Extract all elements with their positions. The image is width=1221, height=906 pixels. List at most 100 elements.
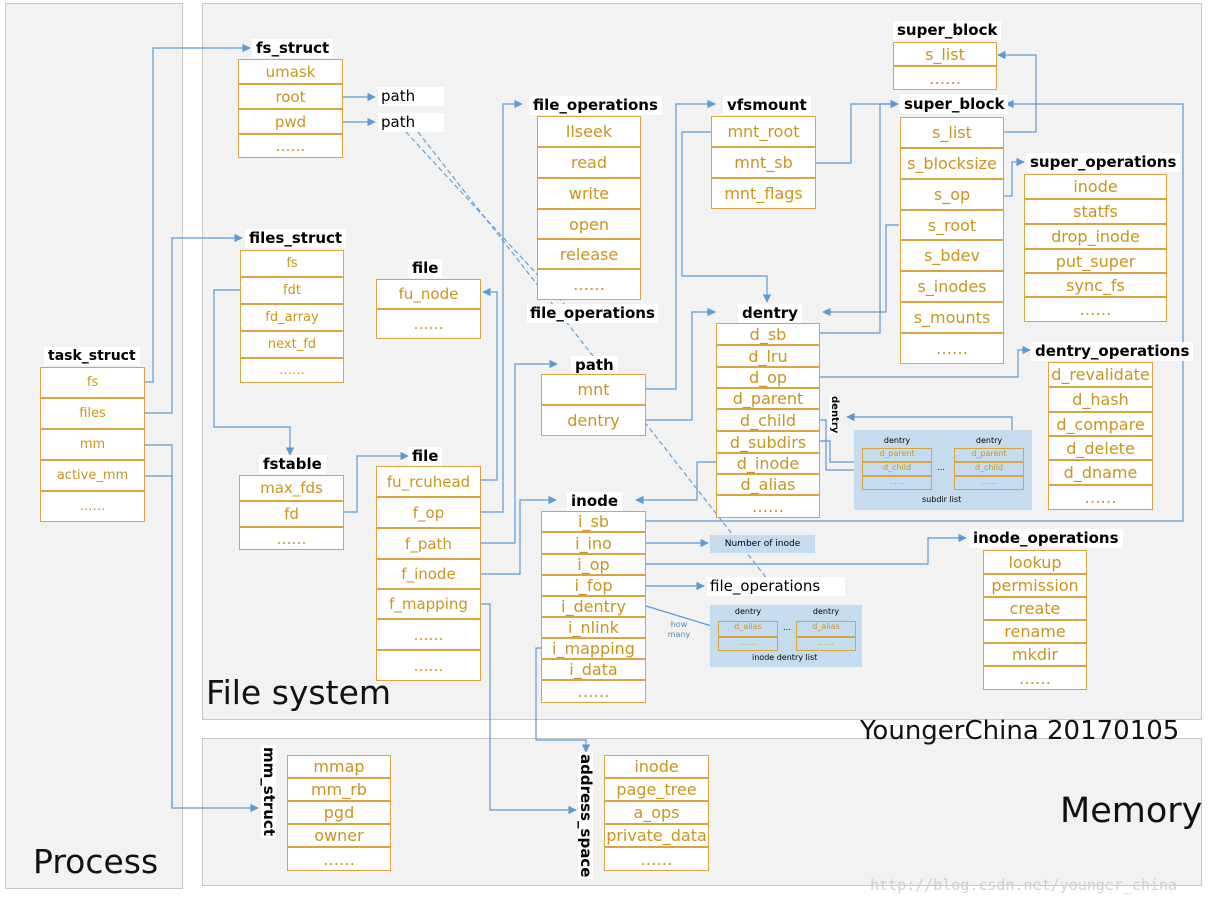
file-top-field: ……	[376, 309, 481, 339]
arrow-fpath-to-path	[481, 359, 558, 544]
vfsmount-title: vfsmount	[723, 96, 811, 115]
task-struct-field: ……	[40, 491, 145, 522]
dentry-field: ……	[716, 495, 820, 518]
arrow-mnt-root-to-dentry	[681, 131, 772, 303]
inode-operations-field: mkdir	[983, 643, 1087, 666]
fs-struct-field: ……	[238, 134, 343, 158]
arrow-s-list-to-top-super-block	[997, 50, 1037, 133]
vfsmount-field: mnt_root	[711, 116, 816, 147]
super-operations-field: sync_fs	[1024, 273, 1167, 297]
inode-field: ……	[541, 680, 646, 703]
arrow-d-op-to-dentry-operations	[820, 345, 1031, 378]
inode-dentry-node-field: ……	[718, 637, 778, 651]
arrow-d-inode-to-inode	[635, 461, 716, 505]
arrow-i-dentry-to-dentry-list	[645, 605, 719, 630]
file-main-field: f_op	[376, 497, 481, 528]
arrow-d-subdirs-to-subdir-list	[820, 440, 863, 467]
inode-dentry-list: dentry d_alias …… … dentry d_alias …… in…	[710, 605, 862, 667]
dentry-operations-field: ……	[1048, 485, 1153, 510]
subdir-node-field: d_child	[862, 462, 932, 476]
dentry-operations-field: d_delete	[1048, 436, 1153, 460]
dentry-field: d_op	[716, 367, 820, 388]
address-space-field: private_data	[604, 824, 709, 847]
arrow-d-sb-to-super-block	[820, 99, 899, 334]
process-label: Process	[33, 842, 159, 881]
file-operations-field: open	[537, 209, 641, 239]
arrow-mnt-sb-to-super-block	[815, 99, 899, 164]
fstable-title: fstable	[259, 455, 326, 474]
inode-operations-field: ……	[983, 666, 1087, 690]
inode-operations-field: lookup	[983, 550, 1087, 574]
file-main-field: f_path	[376, 528, 481, 559]
address-space-field: inode	[604, 755, 709, 778]
inode-operations-field: create	[983, 597, 1087, 620]
fstable-field: max_fds	[239, 475, 344, 501]
subdir-node-field: d_parent	[862, 448, 932, 462]
arrow-active-mm	[145, 475, 173, 808]
inode-operations-field: rename	[983, 620, 1087, 643]
author-label: YoungerChina 20170105	[860, 716, 1180, 746]
inode-dentry-node: dentry d_alias ……	[796, 607, 856, 651]
inode-operations-field: permission	[983, 574, 1087, 597]
arrow-i-mapping-to-address-space	[535, 647, 591, 753]
super-operations-title: super_operations	[1026, 153, 1181, 172]
mm-struct-field: ……	[287, 847, 391, 871]
super-block-field: s_inodes	[900, 271, 1004, 302]
dentry-title: dentry	[738, 304, 802, 323]
super-operations-field: statfs	[1024, 199, 1167, 224]
file-main-field: fu_rcuhead	[376, 466, 481, 497]
inode-field: i_data	[541, 659, 646, 680]
super-block-top-field: ……	[893, 66, 997, 90]
vfsmount-field: mnt_flags	[711, 178, 816, 209]
super-block-field: s_mounts	[900, 302, 1004, 333]
dentry-vertical-label: dentry	[829, 396, 840, 434]
path-label-pwd: path	[378, 113, 444, 132]
arrow-i-sb-to-super-block	[646, 99, 1184, 522]
fs-struct-title: fs_struct	[252, 39, 334, 58]
inode-field: i_sb	[541, 511, 646, 532]
file-main-field: ……	[376, 650, 481, 681]
super-block-top-field: s_list	[893, 42, 997, 66]
mm-struct-field: owner	[287, 824, 391, 847]
dentry-field: d_child	[716, 409, 820, 431]
subdir-node-field: d_parent	[954, 448, 1024, 462]
super-block-field: s_list	[900, 117, 1004, 148]
file-top-field: fu_node	[376, 279, 481, 309]
address-space-title: address_space	[577, 752, 595, 880]
vfsmount-field: mnt_sb	[711, 147, 816, 178]
fs-struct-field: umask	[238, 59, 343, 84]
inode-dentry-link-dots: …	[783, 623, 791, 632]
files-struct-field: fd_array	[240, 304, 344, 331]
dentry-operations-field: d_hash	[1048, 387, 1153, 412]
mm-struct-field: pgd	[287, 801, 391, 824]
dentry-field: d_alias	[716, 474, 820, 495]
dentry-operations-title: dentry_operations	[1031, 342, 1194, 361]
super-operations-field: drop_inode	[1024, 224, 1167, 249]
super-operations-field: put_super	[1024, 249, 1167, 273]
inode-field: i_ino	[541, 532, 646, 554]
super-block-field: s_op	[900, 179, 1004, 210]
dentry-field: d_inode	[716, 453, 820, 474]
files-struct-field: fdt	[240, 277, 344, 304]
super-operations-field: ……	[1024, 297, 1167, 322]
inode-title: inode	[567, 492, 623, 511]
file-operations-field: release	[537, 239, 641, 269]
file-operations-mid-label: file_operations	[527, 304, 658, 323]
super-block-title: super_block	[900, 95, 1009, 114]
dentry-field: d_sb	[716, 323, 820, 345]
address-space-field: page_tree	[604, 778, 709, 801]
subdir-node: dentry d_parent d_child ……	[862, 436, 932, 494]
mm-struct-title: mm_struct	[260, 745, 278, 838]
task-struct-field: files	[40, 398, 145, 429]
file-operations-title: file_operations	[529, 96, 662, 115]
arrow-finode-to-inode	[481, 495, 557, 575]
arrow-fu-rcuhead-to-fu-node	[481, 287, 498, 481]
subdir-list-caption: subdir list	[922, 495, 962, 504]
mm-struct-field: mm_rb	[287, 778, 391, 801]
task-struct-field: active_mm	[40, 460, 145, 491]
dentry-field: d_lru	[716, 345, 820, 367]
files-struct-field: next_fd	[240, 331, 344, 358]
number-of-inode-box: Number of inode	[710, 535, 815, 553]
inode-field: i_nlink	[541, 617, 646, 638]
